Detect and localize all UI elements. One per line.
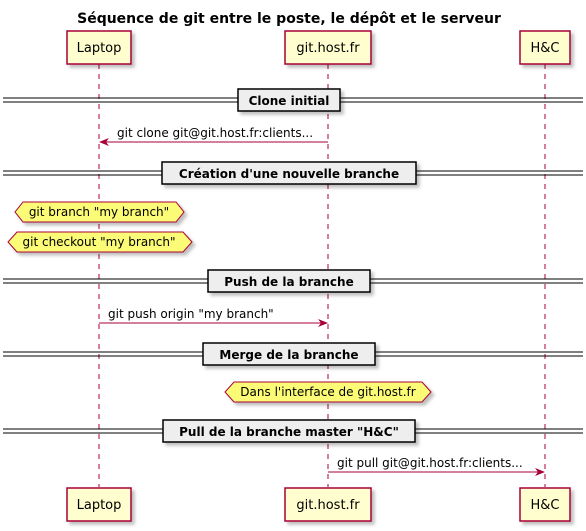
divider-push-branche: Push de la branche [3, 269, 583, 293]
divider-label: Merge de la branche [219, 348, 358, 362]
message-label: git push origin "my branch" [108, 307, 274, 321]
divider-label: Création d'une nouvelle branche [179, 167, 399, 181]
participant-hc-bottom: H&C [519, 487, 571, 522]
message-git-clone: git clone git@git.host.fr:clients... [99, 126, 328, 146]
message-label: git pull git@git.host.fr:clients... [337, 456, 523, 470]
participant-label: git.host.fr [296, 41, 360, 56]
divider-label: Clone initial [249, 94, 330, 108]
participant-laptop-bottom: Laptop [66, 487, 132, 522]
participant-label: H&C [531, 498, 560, 513]
divider-label: Pull de la branche master "H&C" [179, 425, 399, 439]
participant-laptop-top: Laptop [66, 30, 132, 65]
divider-clone-initial: Clone initial [3, 88, 583, 112]
participant-host-top: git.host.fr [284, 30, 372, 65]
participant-label: H&C [531, 41, 560, 56]
note-interface-host: Dans l'interface de git.host.fr [224, 381, 432, 403]
participant-hc-top: H&C [519, 30, 571, 65]
diagram-title: Séquence de git entre le poste, le dépôt… [77, 11, 501, 27]
participant-host-bottom: git.host.fr [284, 487, 372, 522]
message-git-pull: git pull git@git.host.fr:clients... [328, 456, 545, 476]
note-label: git branch "my branch" [29, 205, 169, 219]
note-label: git checkout "my branch" [23, 235, 176, 249]
divider-pull-master: Pull de la branche master "H&C" [3, 419, 583, 443]
note-git-branch: git branch "my branch" [14, 201, 185, 223]
participant-label: Laptop [77, 41, 122, 56]
divider-label: Push de la branche [224, 275, 353, 289]
divider-merge-branche: Merge de la branche [3, 342, 583, 366]
participant-label: Laptop [77, 498, 122, 513]
message-git-push: git push origin "my branch" [99, 307, 328, 327]
note-label: Dans l'interface de git.host.fr [240, 385, 415, 399]
divider-creation-branche: Création d'une nouvelle branche [3, 161, 583, 185]
note-git-checkout: git checkout "my branch" [7, 231, 193, 253]
participant-label: git.host.fr [296, 498, 360, 513]
message-label: git clone git@git.host.fr:clients... [117, 126, 313, 140]
